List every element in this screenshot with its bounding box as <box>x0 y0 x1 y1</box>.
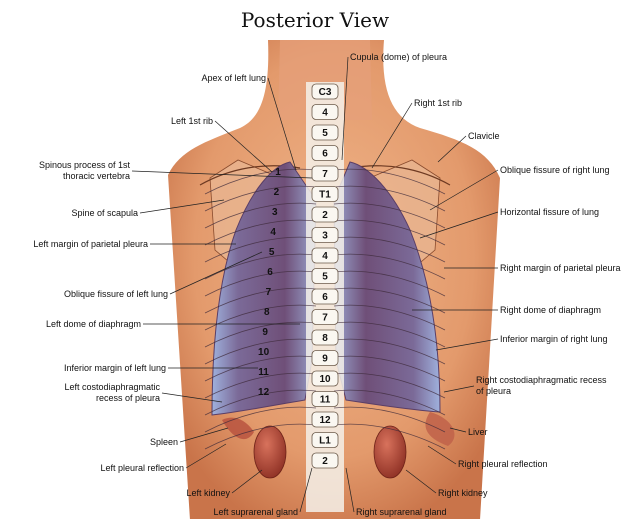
label-left: Oblique fissure of left lung <box>64 289 168 300</box>
label-right: Right kidney <box>438 488 488 499</box>
vertebra-label: 11 <box>320 395 331 406</box>
vertebra-label: 7 <box>322 313 328 324</box>
label-right: Right suprarenal gland <box>356 507 447 518</box>
vertebra-label: 12 <box>319 415 331 426</box>
left-rib-number: 8 <box>264 307 270 318</box>
label-left: Left kidney <box>186 488 230 499</box>
left-rib-number: 9 <box>262 327 268 338</box>
label-right: Cupula (dome) of pleura <box>350 52 447 63</box>
label-right: Right costodiaphragmatic recess of pleur… <box>476 375 616 397</box>
vertebra-label: 6 <box>322 149 328 160</box>
label-left: Inferior margin of left lung <box>64 363 166 374</box>
left-rib-number: 5 <box>269 247 275 258</box>
left-rib-number: 12 <box>258 387 270 398</box>
vertebra-label: 2 <box>322 456 328 467</box>
vertebra-label: 4 <box>322 251 328 262</box>
vertebra-label: 3 <box>322 231 328 242</box>
vertebra-label: 8 <box>322 333 328 344</box>
label-left: Left pleural reflection <box>100 463 184 474</box>
vertebra-label: 4 <box>322 108 328 119</box>
vertebra-label: 7 <box>322 169 328 180</box>
label-left: Apex of left lung <box>201 73 266 84</box>
label-right: Oblique fissure of right lung <box>500 165 610 176</box>
vertebra-label: 5 <box>322 128 328 139</box>
label-right: Clavicle <box>468 131 500 142</box>
label-left: Left margin of parietal pleura <box>33 239 148 250</box>
vertebra-label: 2 <box>322 210 328 221</box>
left-rib-number: 3 <box>272 207 278 218</box>
left-rib-number: 6 <box>267 267 273 278</box>
left-rib-number: 4 <box>270 227 276 238</box>
left-rib-number: 10 <box>258 347 270 358</box>
vertebra-label: 5 <box>322 272 328 283</box>
label-left: Left 1st rib <box>171 116 213 127</box>
vertebra-label: L1 <box>319 436 331 447</box>
left-rib-number: 2 <box>274 187 280 198</box>
label-right: Right dome of diaphragm <box>500 305 601 316</box>
label-left: Left suprarenal gland <box>213 507 298 518</box>
label-left: Spleen <box>150 437 178 448</box>
left-rib-number: 11 <box>258 367 269 378</box>
label-left: Left dome of diaphragm <box>46 319 141 330</box>
label-left: Spinous process of 1st thoracic vertebra <box>10 160 130 182</box>
vertebra-label: C3 <box>319 87 332 98</box>
label-left: Spine of scapula <box>71 208 138 219</box>
vertebra-label: 6 <box>322 292 328 303</box>
label-right: Inferior margin of right lung <box>500 334 608 345</box>
left-kidney <box>254 426 286 478</box>
label-right: Right pleural reflection <box>458 459 548 470</box>
label-right: Liver <box>468 427 488 438</box>
label-right: Horizontal fissure of lung <box>500 207 599 218</box>
vertebra-label: 9 <box>322 354 328 365</box>
left-rib-number: 7 <box>266 287 272 298</box>
vertebra-label: T1 <box>319 190 331 201</box>
label-right: Right 1st rib <box>414 98 462 109</box>
vertebra-label: 10 <box>319 374 331 385</box>
label-right: Right margin of parietal pleura <box>500 263 621 274</box>
right-kidney <box>374 426 406 478</box>
label-left: Left costodiaphragmatic recess of pleura <box>40 382 160 404</box>
